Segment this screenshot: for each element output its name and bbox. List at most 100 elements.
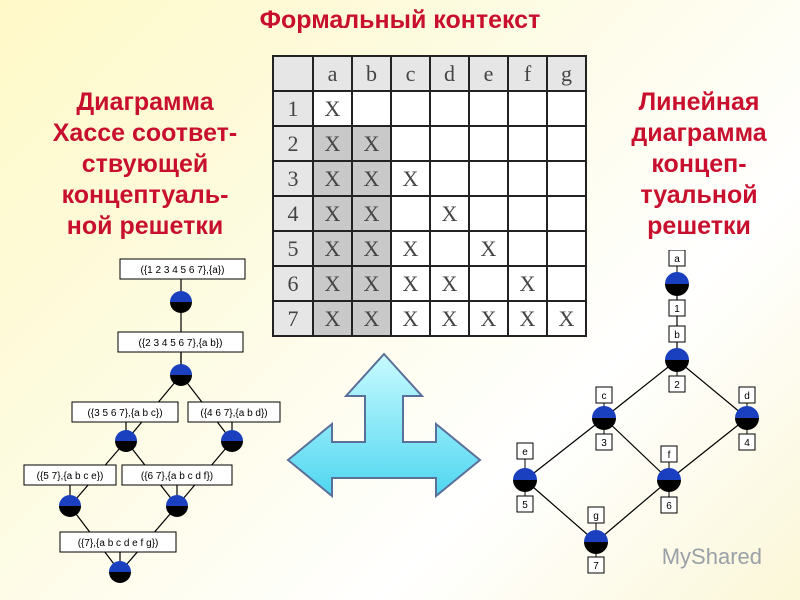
caption-line: туальной (640, 181, 758, 209)
object-header-1: 1 (272, 90, 314, 127)
incidence-cell (546, 160, 587, 197)
line-diagram-node (665, 348, 689, 372)
attribute-label: b (674, 330, 680, 341)
node-top-half (59, 495, 81, 506)
line-diagram-node (735, 406, 759, 430)
hasse-node-label: ({6 7},{a b c d f}) (141, 471, 213, 482)
hasse-node (221, 430, 243, 452)
incidence-cell: X (351, 125, 392, 162)
incidence-cell: X (351, 230, 392, 267)
hasse-label-box (121, 464, 233, 486)
hasse-label-box (117, 331, 244, 353)
attribute-label: d (744, 391, 750, 402)
hasse-node (170, 291, 192, 313)
incidence-cell: X (429, 265, 470, 302)
attribute-label-box (587, 506, 605, 524)
node-bottom-half (59, 506, 81, 517)
incidence-cell: X (429, 300, 470, 337)
caption-line: концеп- (651, 150, 747, 178)
line-diagram-edge (676, 359, 748, 419)
object-label: 1 (674, 304, 680, 315)
node-bottom-half (665, 284, 689, 296)
node-top-half (665, 272, 689, 284)
incidence-cell (468, 265, 509, 302)
attribute-label: f (668, 450, 671, 461)
hasse-node-label: ({4 6 7},{a b d}) (200, 408, 267, 419)
attribute-label-box (738, 386, 756, 404)
incidence-cell (507, 125, 548, 162)
attribute-label-box (516, 442, 534, 460)
object-header-5: 5 (272, 230, 314, 267)
attribute-label: e (522, 447, 528, 458)
incidence-cell: X (351, 195, 392, 232)
node-bottom-half (513, 480, 537, 492)
incidence-cell (546, 230, 587, 267)
incidence-cell: X (390, 230, 431, 267)
incidence-cell (429, 125, 470, 162)
hasse-node (115, 430, 137, 452)
object-label-box (595, 433, 613, 451)
hasse-node (166, 495, 188, 517)
incidence-cell: X (507, 265, 548, 302)
node-bottom-half (592, 418, 616, 430)
hasse-node-label: ({7},{a b c d e f g}) (78, 538, 159, 549)
incidence-cell (468, 90, 509, 127)
attribute-header-f: f (507, 55, 548, 92)
object-label: 5 (522, 500, 528, 511)
incidence-cell (468, 195, 509, 232)
hasse-node (109, 561, 131, 583)
incidence-cell (351, 90, 392, 127)
incidence-cell: X (312, 160, 353, 197)
incidence-cell: X (351, 160, 392, 197)
incidence-cell (390, 125, 431, 162)
hasse-label-box (119, 258, 246, 280)
incidence-cell (390, 90, 431, 127)
node-bottom-half (170, 302, 192, 313)
incidence-cell (507, 160, 548, 197)
attribute-label-box (668, 250, 686, 267)
incidence-cell (546, 195, 587, 232)
caption-line: решетки (647, 212, 751, 240)
hasse-node-label: ({3 5 6 7},{a b c}) (87, 408, 162, 419)
caption-line: Хассе соответ- (52, 119, 238, 147)
node-top-half (735, 406, 759, 418)
incidence-cell: X (312, 90, 353, 127)
hasse-node-label: ({5 7},{a b c e}) (37, 471, 104, 482)
hasse-node (59, 495, 81, 517)
incidence-cell: X (312, 300, 353, 337)
line-diagram-caption: Линейная диаграмма концеп- туальной реше… (604, 87, 794, 242)
hasse-node-label: ({2 3 4 5 6 7},{a b}) (139, 338, 223, 349)
incidence-cell: X (312, 195, 353, 232)
hasse-node-label: ({1 2 3 4 5 6 7},{a}) (141, 265, 225, 276)
node-top-half (115, 430, 137, 441)
object-label-box (587, 556, 605, 574)
object-label: 3 (601, 438, 607, 449)
incidence-cell: X (468, 230, 509, 267)
attribute-label-box (660, 445, 678, 463)
object-label-box (660, 496, 678, 514)
caption-line: Линейная (638, 88, 760, 116)
hasse-label-box (187, 401, 281, 423)
attribute-label: c (602, 391, 607, 402)
node-bottom-half (657, 480, 681, 492)
attribute-label-box (668, 325, 686, 343)
node-bottom-half (665, 360, 689, 372)
node-top-half (584, 530, 608, 542)
attribute-header-e: e (468, 55, 509, 92)
object-header-6: 6 (272, 265, 314, 302)
attribute-header-a: a (312, 55, 353, 92)
hasse-diagram-caption: Диаграмма Хассе соответ- ствующей концеп… (20, 87, 270, 242)
incidence-cell: X (312, 230, 353, 267)
node-bottom-half (166, 506, 188, 517)
node-bottom-half (584, 542, 608, 554)
node-top-half (109, 561, 131, 572)
line-diagram-node (592, 406, 616, 430)
page-title: Формальный контекст (259, 6, 541, 34)
